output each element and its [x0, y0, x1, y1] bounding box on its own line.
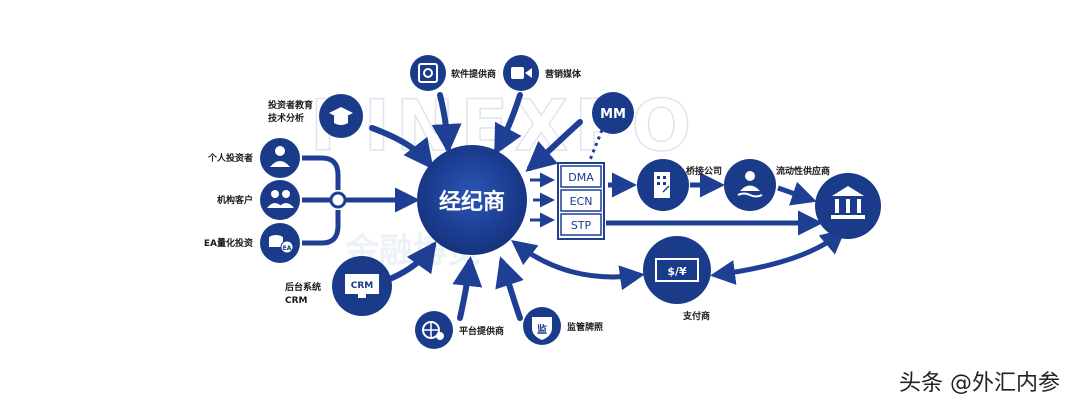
- disk-icon: [418, 63, 438, 83]
- bridge-company-node: 桥接公司: [637, 159, 722, 211]
- ea-quant-node: EA EA量化投资: [204, 223, 300, 263]
- individual-investor-label: 个人投资者: [207, 152, 253, 164]
- ea-badge: EA: [283, 245, 292, 252]
- liquidity-provider-node: 流动性供应商: [724, 159, 830, 211]
- channel-ecn: [560, 189, 602, 212]
- payment-symbol: $/¥: [667, 265, 687, 278]
- market-maker-label: MM: [600, 107, 626, 122]
- ea-quant-label: EA量化投资: [204, 237, 253, 249]
- shield-icon: 监: [532, 317, 552, 340]
- person-icon: [270, 146, 290, 167]
- merge-node: [329, 191, 347, 209]
- group-icon: [267, 190, 294, 208]
- crm-node: CRM 后台系统 CRM: [285, 256, 392, 316]
- inbound-arrows: [369, 92, 583, 321]
- banknote-icon: $/¥: [655, 258, 699, 282]
- market-maker-node: MM: [592, 92, 634, 134]
- investor-education-node: 投资者教育 技术分析: [268, 94, 363, 138]
- platform-provider-node: 平台提供商: [415, 311, 504, 349]
- crm-screen-text: CRM: [351, 281, 374, 291]
- broker-node: 经纪商: [417, 145, 527, 255]
- footer-credit: 头条 @外汇内参: [899, 371, 1060, 396]
- bank-node: [815, 173, 881, 239]
- channels-box: DMA ECN STP: [557, 162, 605, 240]
- channel-ecn-label: ECN: [570, 195, 593, 208]
- individual-investor-node: 个人投资者: [207, 138, 300, 178]
- institution-label: 机构客户: [217, 194, 253, 206]
- platform-provider-label: 平台提供商: [459, 325, 504, 337]
- broker-label: 经纪商: [439, 189, 505, 215]
- graduation-cap-icon: [329, 107, 353, 125]
- channel-dma: [560, 165, 602, 188]
- investor-merge-lines: [302, 155, 420, 246]
- channel-stp: [560, 213, 602, 236]
- institution-node: 机构客户: [217, 180, 300, 220]
- channel-stp-label: STP: [571, 219, 592, 232]
- coin-stack-icon: EA: [269, 235, 294, 254]
- payment-provider-node: $/¥ 支付商: [643, 236, 711, 322]
- bank-icon: [831, 186, 865, 219]
- bridge-company-label: 桥接公司: [686, 165, 722, 177]
- liquidity-provider-label: 流动性供应商: [776, 165, 830, 177]
- regulator-license-node: 监 监管牌照: [523, 307, 603, 345]
- channel-dma-label: DMA: [568, 171, 594, 184]
- building-icon: [654, 172, 670, 198]
- watermark-ghost: FINEXPO: [310, 85, 697, 167]
- software-provider-node: 软件提供商: [410, 55, 496, 91]
- technical-analysis-label: 技术分析: [268, 112, 304, 124]
- video-camera-icon: [511, 67, 532, 79]
- person-wave-icon: [737, 171, 763, 198]
- marketing-media-label: 营销媒体: [545, 68, 582, 80]
- payment-arrow-left: [511, 239, 645, 291]
- outbound-arrows: [606, 172, 823, 236]
- regulator-license-label: 监管牌照: [567, 321, 603, 333]
- software-provider-label: 软件提供商: [451, 68, 496, 80]
- payment-provider-label: 支付商: [682, 310, 710, 322]
- globe-chat-icon: [422, 321, 444, 340]
- channel-arrows: [530, 172, 555, 228]
- investor-education-label: 投资者教育: [268, 99, 313, 111]
- payment-arrow-right: [710, 228, 846, 285]
- crm-label: CRM: [285, 296, 308, 306]
- regulator-glyph: 监: [537, 323, 547, 336]
- backend-system-label: 后台系统: [285, 281, 321, 293]
- monitor-icon: CRM: [345, 274, 379, 298]
- marketing-media-node: 营销媒体: [503, 55, 582, 91]
